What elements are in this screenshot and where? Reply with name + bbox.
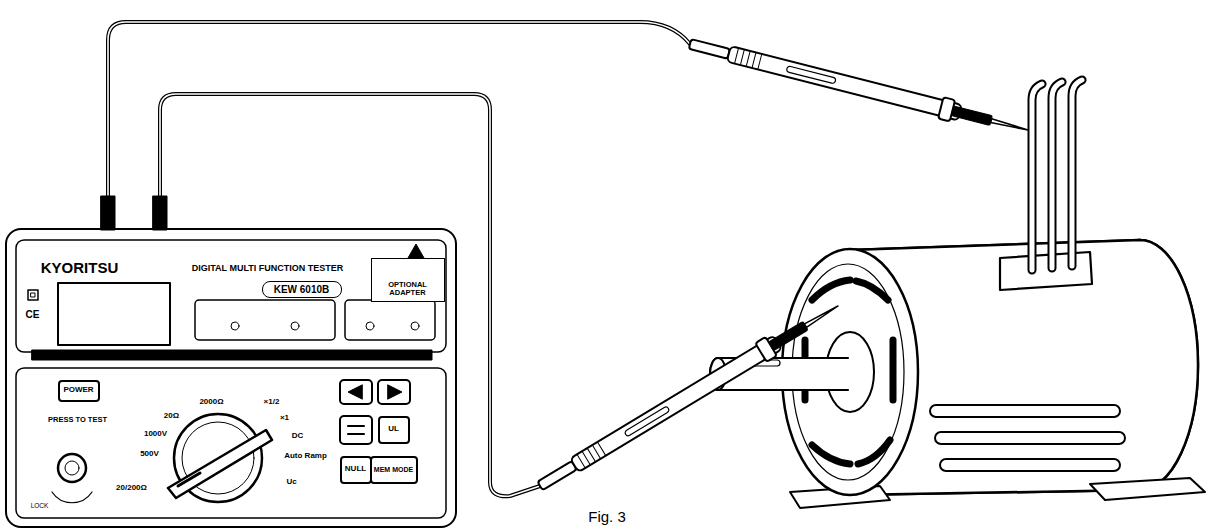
probe-part [951,106,992,126]
indicator-lamp [291,322,299,330]
indicator-lamp [231,322,239,330]
tester-housing: KYORITSU DIGITAL MULTI FUNCTION TESTER CE P… [5,228,457,528]
indicator-lamp [366,322,374,330]
panel-label: LOCK [31,502,49,509]
panel-label: PRESS TO TEST [48,415,107,423]
grip-ridge [758,54,762,70]
panel-label: Uc [286,477,296,486]
probe-part [786,66,836,84]
tester-control: KEW 6010B [262,281,342,298]
grip-ridge [597,442,605,456]
arrow-button [378,380,410,404]
panel-label: DIGITAL MULTI FUNCTION TESTER [192,264,344,274]
indicator-lamp [411,322,419,330]
test-knob [65,461,79,475]
motor-wire [1072,80,1082,266]
tester-control: POWER [58,380,100,402]
test-probe [534,297,843,496]
vent-slot [890,340,897,400]
panel-label: 20Ω [164,411,179,420]
panel-label: ×1/2 [264,397,280,406]
arrow-button [340,380,372,404]
pr-pe-button [348,426,364,434]
dial-pointer [178,473,200,486]
probe-part [991,119,1029,132]
terminal-box [1000,252,1092,290]
motor-wire [1072,80,1082,266]
vent-slot [856,281,888,300]
grip-ridge [587,448,595,462]
arrow-button [348,385,362,399]
panel-label: KYORITSU [41,259,119,276]
tester-control: UL [378,416,410,444]
button-label: MEM MODE [374,466,413,474]
tester-control: OPTIONAL ADAPTER [371,258,445,302]
panel-label: 500V [140,449,159,458]
button-label: KEW 6010B [274,284,330,295]
cooling-rib [940,459,1120,471]
vent-slot [812,445,850,464]
panel-label: Auto Ramp [284,451,327,460]
grip-ridge [592,445,600,459]
probe-part [537,461,576,490]
test-lead [108,22,690,226]
motor-foot [1090,478,1205,500]
panel-label: 2000Ω [199,397,223,406]
probe-part [769,321,808,350]
double-insulation-mark [31,293,35,297]
vent-slot [858,440,890,464]
top-panel [16,240,446,352]
motor-wire [1032,84,1042,270]
grip-ridge [735,48,739,64]
panel-label: ×1 [280,413,289,422]
cooling-rib [930,405,1120,417]
motor-wire [1052,82,1062,268]
double-insulation-mark [28,290,38,300]
probe-part [804,304,839,327]
control-panel [16,368,446,518]
panel-label: 1000V [144,429,167,438]
pr-pe-button [340,416,372,444]
grip-ridge [577,454,585,468]
tester-control: MEM MODE [370,456,418,484]
warning-triangle [408,244,424,258]
panel-label: 20/200Ω [116,483,147,492]
grip-ridge [746,51,750,67]
button-label: POWER [63,386,93,395]
probe-part [624,406,670,437]
tester-control: NULL [340,456,372,484]
vent-slot [812,280,850,300]
lead-plug [101,196,115,230]
button-label: OPTIONAL ADAPTER [372,281,444,298]
button-label: NULL [345,465,366,474]
probe-part [689,39,730,59]
cooling-rib [935,432,1125,444]
grip-ridge [582,451,590,465]
dial-pointer [168,430,272,498]
test-knob [58,454,86,482]
lcd-display [58,283,170,345]
arrow-button [388,385,402,399]
panel-label: CE [26,308,40,319]
probe-part [570,335,782,472]
test-lead [108,22,690,226]
lead-plug [153,196,167,230]
grip-ridge [740,50,744,66]
scale-strip [32,350,432,360]
test-probe [687,33,1030,140]
motor-wire [1032,84,1042,270]
panel-label: DC [292,431,304,440]
indicator-panel [195,300,335,340]
lock-arc [52,492,92,503]
grip-ridge [752,53,756,69]
probe-part [727,46,962,120]
figure-caption: Fig. 3 [588,508,626,525]
motor-wire [1052,82,1062,268]
test-lead [160,94,540,496]
button-label: UL [388,425,399,434]
indicator-panel [345,300,435,340]
test-lead [160,94,540,496]
